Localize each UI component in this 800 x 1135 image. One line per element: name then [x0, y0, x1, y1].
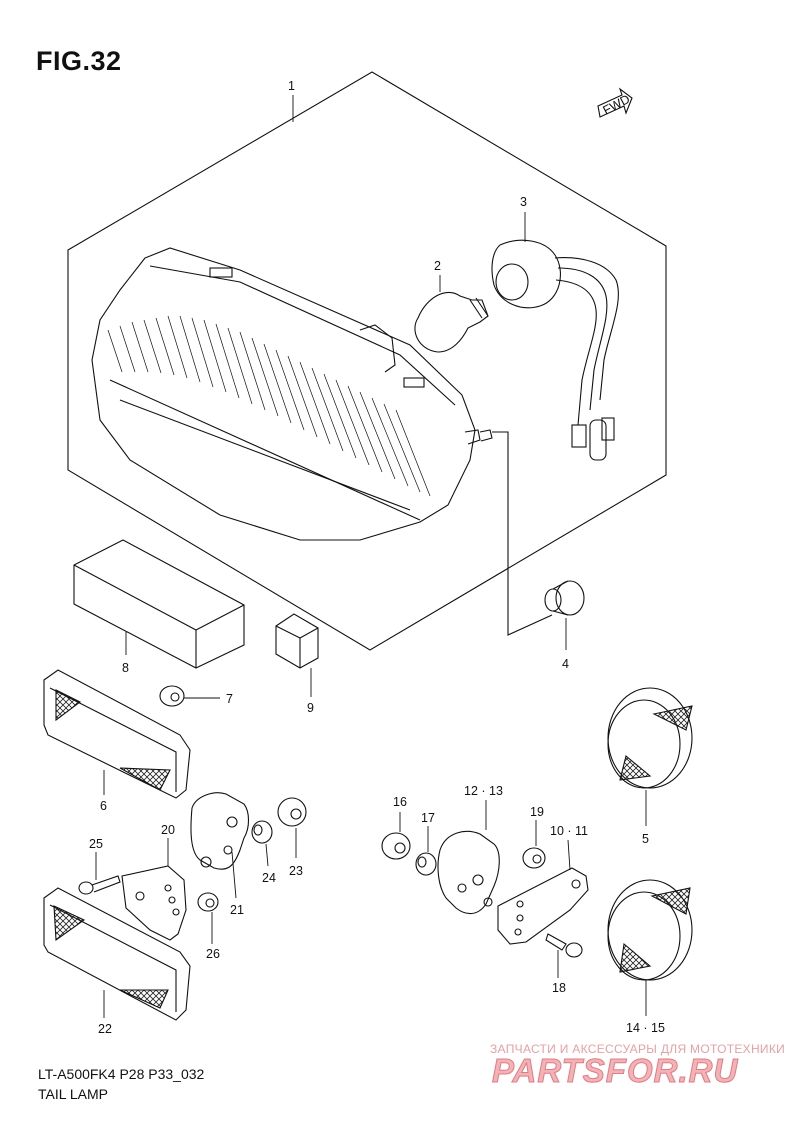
callout-19: 19	[530, 805, 544, 819]
bracket-20-part	[121, 865, 187, 941]
round-reflector-14-part	[607, 879, 693, 981]
callout-17: 17	[421, 811, 435, 825]
callout-9: 9	[307, 701, 314, 715]
cushion-part	[275, 613, 319, 669]
callout-8: 8	[122, 661, 129, 675]
fwd-label: FWD	[601, 92, 633, 118]
assembly-outline	[67, 71, 667, 651]
bracket-21-part	[190, 792, 250, 870]
nut-7-part	[159, 685, 185, 707]
callout-3: 3	[520, 195, 527, 209]
callout-16: 16	[393, 795, 407, 809]
plate-10-part	[497, 867, 589, 945]
fwd-arrow-icon	[597, 87, 633, 118]
round-reflector-5-part	[607, 687, 693, 789]
figure-title: FIG.32	[36, 46, 122, 76]
callout-5: 5	[642, 832, 649, 846]
nut-26-part	[197, 892, 219, 912]
bracket-12-part	[437, 830, 500, 915]
grommet-16-part	[381, 832, 411, 860]
reflector-6-part	[43, 669, 191, 799]
callout-21: 21	[230, 903, 244, 917]
callout-23: 23	[289, 864, 303, 878]
callout-2: 2	[434, 259, 441, 273]
model-code: LT-A500FK4 P28 P33_032	[38, 1066, 205, 1082]
bulb-part	[414, 291, 489, 353]
callout-26: 26	[206, 947, 220, 961]
nut-19-part	[522, 847, 546, 869]
reflector-22-part	[43, 887, 191, 1021]
screw-18-part	[545, 933, 583, 958]
callout-14-15: 14 · 15	[626, 1021, 665, 1035]
callout-20: 20	[161, 823, 175, 837]
leader-lines	[95, 95, 647, 1018]
grommet-23-part	[277, 797, 307, 827]
foam-block-part	[73, 539, 245, 669]
callout-7: 7	[226, 692, 233, 706]
callout-1: 1	[288, 79, 295, 93]
screw-25-part	[78, 875, 121, 895]
callout-labels: 1 2 3 4 5 6 7 8 9 10 · 11 12 · 13 14 · 1…	[89, 79, 665, 1036]
collar-17-part	[415, 852, 437, 876]
watermark-tagline: ЗАПЧАСТИ И АКСЕССУАРЫ ДЛЯ МОТОТЕХНИКИ	[490, 1042, 786, 1056]
callout-22: 22	[98, 1022, 112, 1036]
collar-24-part	[251, 820, 273, 844]
leader-line-4	[492, 431, 553, 636]
callout-18: 18	[552, 981, 566, 995]
callout-6: 6	[100, 799, 107, 813]
callout-10-11: 10 · 11	[550, 824, 588, 838]
socket-harness-part	[491, 239, 619, 461]
callout-4: 4	[562, 657, 569, 671]
figure-caption: TAIL LAMP	[38, 1086, 109, 1102]
callout-25: 25	[89, 837, 103, 851]
watermark-logo: PARTSFOR.RU	[491, 1052, 739, 1090]
callout-24: 24	[262, 871, 276, 885]
tail-lamp-housing	[91, 247, 493, 541]
callout-12-13: 12 · 13	[464, 784, 503, 798]
grommet-part	[544, 580, 585, 616]
